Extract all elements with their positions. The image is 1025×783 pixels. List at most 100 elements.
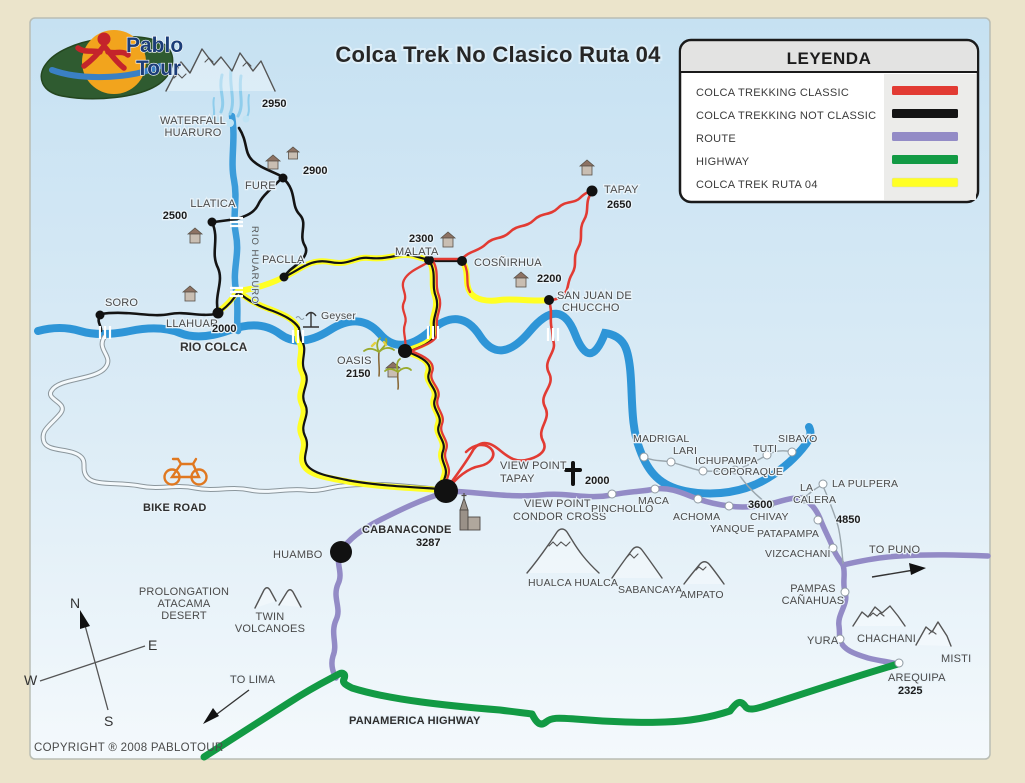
dot-coporaque — [730, 465, 740, 475]
label-bike-road: BIKE ROAD — [143, 502, 207, 514]
village-dots — [95, 173, 598, 563]
label-cabanaconde: CABANACONDE — [362, 524, 452, 536]
legend-label-classic: COLCA TREKKING CLASSIC — [696, 87, 849, 99]
dot-pampas — [840, 587, 850, 597]
label-fure: FURE — [245, 180, 276, 192]
chachani-icon — [852, 605, 906, 627]
hualca-hualca-icon — [526, 528, 600, 574]
to-puno-arrow — [871, 563, 926, 578]
label-oasis: OASIS — [337, 355, 372, 367]
label-yanque: YANQUE — [710, 523, 755, 535]
label-chivay-elev: 3600 — [748, 499, 772, 511]
village-dot-malata — [424, 255, 434, 265]
dot-la-calera — [799, 494, 809, 504]
pablo-tour-logo: Pablo Tour — [40, 30, 184, 100]
label-tuti: TUTI — [753, 443, 777, 455]
legend-box: LEYENDA COLCA TREKKING CLASSIC COLCA TRE… — [678, 38, 980, 204]
label-rio-colca: RIO COLCA — [180, 340, 248, 354]
label-yura: YURA — [807, 635, 839, 647]
bridges — [98, 216, 560, 343]
label-san-juan-1: SAN JUAN DE — [557, 290, 632, 302]
label-chachani: CHACHANI — [857, 633, 916, 645]
house-icon — [439, 231, 457, 248]
route-not-classic-black — [97, 126, 464, 492]
label-pampas-2: CAÑAHUAS — [782, 594, 845, 607]
label-chivay: CHIVAY — [750, 511, 789, 523]
legend-header-band — [681, 41, 977, 72]
label-cabanaconde-elev: 3287 — [416, 537, 440, 549]
house-icon — [181, 285, 199, 302]
compass-n: N — [70, 595, 80, 611]
dot-maca — [650, 484, 660, 494]
label-twin-2: VOLCANOES — [235, 623, 305, 635]
label-arequipa-elev: 2325 — [898, 685, 922, 697]
label-tapay-elev: 2650 — [607, 199, 631, 211]
label-vp-condor-2: CONDOR CROSS — [513, 511, 606, 523]
village-dot-fure — [278, 173, 288, 183]
label-malata: MALATA — [395, 246, 439, 258]
label-huambo: HUAMBO — [273, 549, 323, 561]
label-ampato: AMPATO — [680, 589, 724, 601]
town-dot-cabanaconde — [434, 479, 458, 503]
label-atacama-3: DESERT — [161, 610, 207, 622]
dot-la-pulpera — [818, 479, 828, 489]
dot-madrigal — [639, 452, 649, 462]
label-tapay: TAPAY — [604, 184, 639, 196]
rio-colca-river — [34, 309, 815, 498]
dot-chivay — [765, 499, 775, 509]
dot-yura — [835, 634, 845, 644]
village-dot-soro — [95, 310, 105, 320]
label-patapampa: PATAPAMPA — [757, 528, 819, 540]
legend-label-not-classic: COLCA TREKKING NOT CLASSIC — [696, 110, 876, 122]
label-la-pulpera: LA PULPERA — [832, 478, 898, 490]
bike-road-path — [40, 334, 437, 494]
label-llahuar: LLAHUAR — [166, 318, 218, 330]
house-icon — [186, 227, 204, 244]
label-atacama-2: ATACAMA — [158, 598, 211, 610]
label-oasis-elev: 2150 — [346, 368, 370, 380]
village-dot-oasis — [398, 344, 412, 358]
label-cross-elev: 2000 — [585, 475, 609, 487]
village-dot-cosnirhua — [457, 256, 467, 266]
label-atacama-1: PROLONGATION — [139, 586, 229, 598]
label-twin-1: TWIN — [256, 611, 285, 623]
dot-achoma — [693, 494, 703, 504]
legend-title: LEYENDA — [787, 49, 872, 68]
white-village-dots — [607, 447, 904, 668]
label-sibayo: SIBAYO — [778, 433, 818, 445]
house-icon — [512, 271, 530, 288]
dot-patapampa — [813, 515, 823, 525]
logo-runner-figure — [75, 32, 131, 71]
label-ichupampa: ICHUPAMPA — [695, 455, 758, 467]
label-madrigal: MADRIGAL — [633, 433, 689, 445]
label-la-pulpera-elev: 4850 — [836, 514, 860, 526]
logo-name-top: Pablo — [126, 34, 183, 57]
logo-name-bottom: Tour — [136, 57, 181, 80]
label-pinchollo: PINCHOLLO — [591, 503, 653, 515]
dot-yanque — [724, 501, 734, 511]
legend-swatch-classic — [892, 86, 958, 95]
label-geyser: Geyser — [321, 310, 356, 322]
village-dot-tapay — [586, 185, 598, 197]
compass-w: W — [24, 672, 38, 688]
legend-swatch-ruta04 — [891, 177, 959, 188]
misti-icon — [915, 621, 952, 647]
dot-lari — [666, 457, 676, 467]
route-purple — [329, 485, 991, 681]
compass-rose: N E W S — [24, 595, 157, 729]
label-achoma: ACHOMA — [673, 511, 720, 523]
dot-sibayo — [787, 447, 797, 457]
label-pampas-1: PAMPAS — [790, 583, 835, 595]
house-icon — [578, 159, 596, 176]
house-icon — [264, 154, 282, 170]
dot-arequipa — [894, 658, 904, 668]
geyser-icon — [295, 311, 319, 328]
compass-north-arrow — [80, 610, 90, 629]
twin-volcanoes-icon — [254, 587, 302, 609]
mountain-range-icon — [165, 48, 276, 92]
label-cosnirhua: COSÑIRHUA — [474, 256, 542, 269]
label-fure-elev: 2900 — [303, 165, 327, 177]
label-panamerica: PANAMERICA HIGHWAY — [349, 715, 481, 727]
